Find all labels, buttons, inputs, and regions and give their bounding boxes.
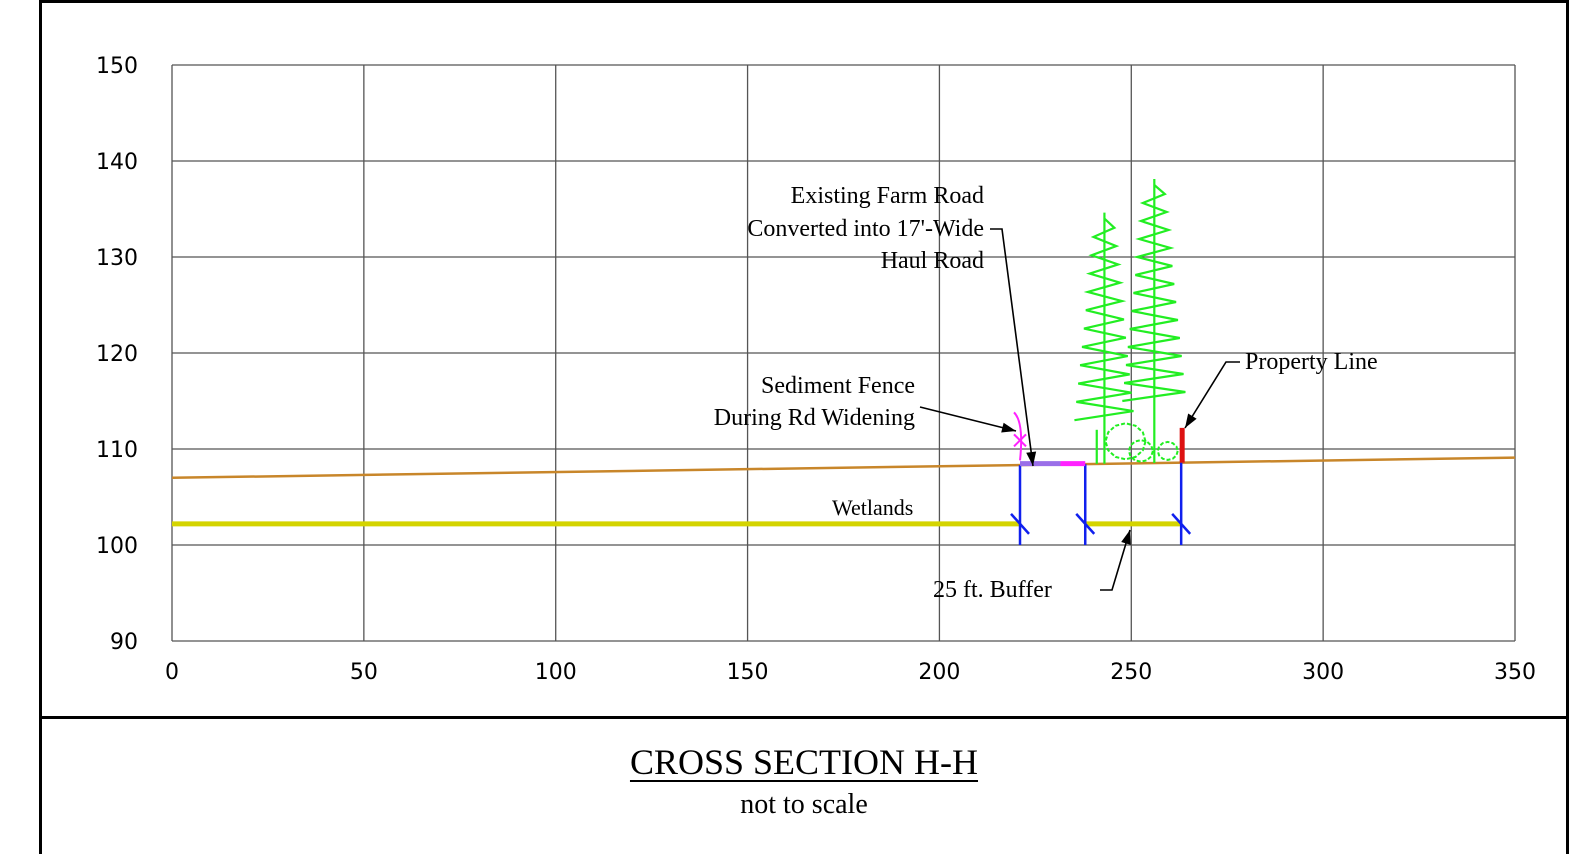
- plot-grid: [171, 64, 1516, 642]
- wetlands-label: Wetlands: [832, 495, 913, 520]
- leader-line: [990, 228, 1034, 467]
- shrub: [1156, 440, 1179, 461]
- buffer-marker-tick: [1171, 513, 1192, 535]
- shrub: [1104, 422, 1147, 461]
- evergreen-tree: [1074, 217, 1134, 422]
- leader-arrowhead: [1001, 422, 1016, 433]
- ground-line: [171, 456, 1516, 480]
- buffer-label: 25 ft. Buffer: [933, 577, 1052, 603]
- buffer-marker-tick: [1075, 513, 1096, 535]
- x-tick-label: 350: [1494, 660, 1536, 685]
- sediment-fence-label-2: During Rd Widening: [714, 405, 915, 431]
- sediment-fence-line: [1013, 411, 1023, 461]
- y-tick-label: 90: [110, 630, 138, 655]
- buffer-marker-tick: [1010, 513, 1030, 535]
- ground-profile: [171, 456, 1516, 480]
- evergreen-tree: [1122, 184, 1186, 403]
- x-tick-label: 300: [1302, 660, 1344, 685]
- y-tick-label: 110: [96, 438, 138, 463]
- x-tick-label: 150: [727, 660, 769, 685]
- shrub: [1127, 439, 1154, 463]
- axis-ticks: 0 50 100 150 200 250 300 350 150 140 130 120 110 100 9…: [96, 54, 1536, 685]
- x-tick-label: 100: [535, 660, 577, 685]
- sediment-fence-mark: [1013, 433, 1027, 448]
- leader-arrowhead: [1185, 413, 1197, 428]
- leader-line: [1100, 529, 1131, 591]
- annotations-layer: Existing Farm Road Converted into 17'-Wi…: [714, 183, 1378, 603]
- y-tick-label: 130: [96, 246, 138, 271]
- x-tick-label: 50: [350, 660, 378, 685]
- y-tick-label: 150: [96, 54, 138, 79]
- section-subtitle: not to scale: [740, 789, 868, 820]
- leader-line: [919, 406, 1017, 432]
- drawing-frame: [39, 0, 1569, 854]
- title-block: CROSS SECTION H-H not to scale: [39, 716, 1569, 854]
- y-tick-label: 140: [96, 150, 138, 175]
- x-tick-label: 250: [1110, 660, 1152, 685]
- leader-arrowhead: [1026, 451, 1037, 466]
- cross-section-plot: 0 50 100 150 200 250 300 350 150 140 130 120 110 100 9…: [96, 54, 1536, 685]
- property-line-label: Property Line: [1245, 349, 1378, 375]
- section-title: CROSS SECTION H-H: [629, 742, 979, 782]
- leader-arrowhead: [1121, 530, 1131, 545]
- farm-road-label-2: Converted into 17'-Wide: [747, 216, 984, 242]
- leader-line: [1184, 361, 1240, 429]
- y-tick-label: 120: [96, 342, 138, 367]
- x-tick-label: 0: [165, 660, 179, 685]
- site-features: [1010, 179, 1192, 545]
- farm-road-label-1: Existing Farm Road: [791, 183, 984, 209]
- sediment-fence-label-1: Sediment Fence: [761, 373, 915, 399]
- x-tick-label: 200: [918, 660, 960, 685]
- y-tick-label: 100: [96, 534, 138, 559]
- farm-road-label-3: Haul Road: [881, 248, 984, 274]
